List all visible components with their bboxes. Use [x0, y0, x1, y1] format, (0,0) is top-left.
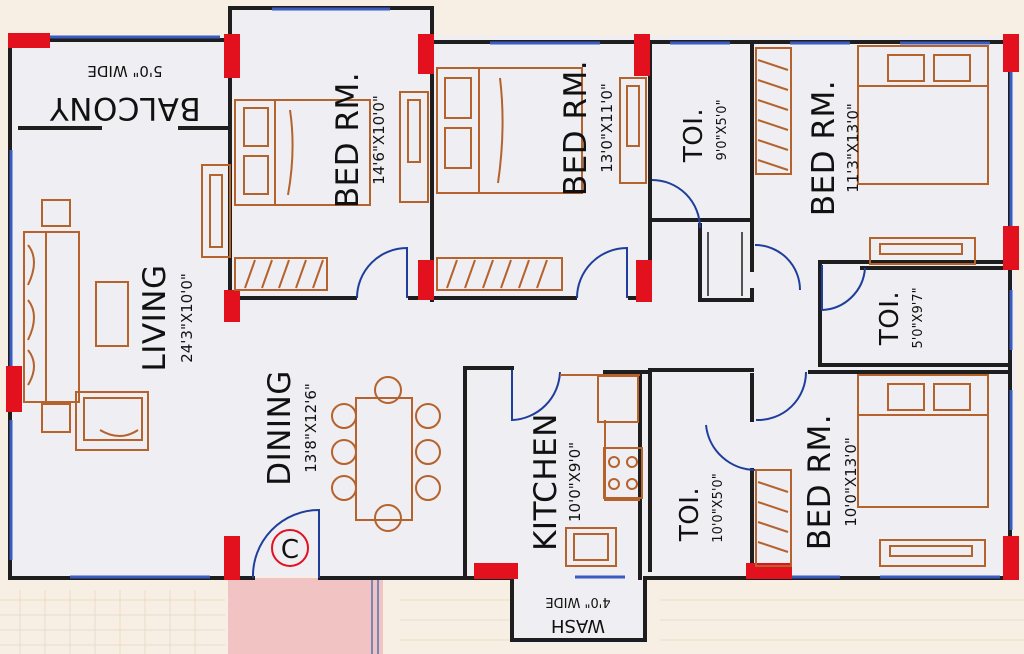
room-dimension: 11'3"X13'0" [844, 103, 862, 193]
room-dimension: 5'0"X9'7" [911, 287, 926, 348]
room-name: BED RM. [558, 60, 594, 196]
wardrobe-icon [234, 47, 792, 567]
room-living: LIVING 24'3"X10'0" [137, 265, 196, 372]
room-dining: DINING 13'8"X12'6" [262, 370, 320, 486]
toilet-fixture [707, 232, 743, 296]
room-name: TOI. [679, 108, 709, 163]
floor-area [10, 6, 1015, 644]
room-dimension: 10'0"X9'0" [566, 442, 584, 522]
sofa-icon [23, 164, 231, 451]
room-dimension: 24'3"X10'0" [178, 273, 196, 363]
room-dimension: 5'0" WIDE [87, 62, 162, 80]
room-toilet-3: TOI. 10'0"X5'0" [675, 473, 726, 542]
kitchen-counter [560, 374, 640, 501]
stair-railing [371, 578, 379, 654]
room-name: BED RM. [806, 80, 842, 216]
room-name: BALCONY [49, 90, 200, 126]
dining-table-icon [331, 376, 441, 532]
room-kitchen: KITCHEN 10'0"X9'0" [528, 413, 584, 551]
room-toilet-1: TOI. 9'0"X5'0" [679, 99, 730, 163]
room-bedroom-1: BED RM. 14'6"X10'0" [330, 72, 388, 208]
door-swing-icon [251, 179, 866, 579]
room-bedroom-4: BED RM. 10'0"X13'0" [802, 414, 860, 550]
sink-icon [565, 527, 617, 567]
exterior-paving [0, 590, 1024, 654]
stove-icon [603, 447, 643, 499]
room-name: TOI. [875, 291, 905, 346]
room-dimension: 13'8"X12'6" [302, 383, 320, 473]
room-name: TOI. [675, 487, 705, 542]
room-name: KITCHEN [528, 413, 564, 551]
room-dimension: 13'0"X11'0" [598, 83, 616, 173]
room-dimension: 10'0"X13'0" [842, 437, 860, 527]
room-name: DINING [262, 370, 298, 486]
room-name: BED RM. [330, 72, 366, 208]
structural-columns [6, 33, 1019, 580]
windows [9, 7, 1013, 579]
room-name: LIVING [137, 265, 173, 372]
room-bedroom-2: BED RM. 13'0"X11'0" [558, 60, 616, 196]
room-balcony: BALCONY 5'0" WIDE [49, 62, 200, 126]
room-dimension: 14'6"X10'0" [370, 95, 388, 185]
column-marker-icon: C [271, 529, 309, 567]
room-name: BED RM. [802, 414, 838, 550]
room-toilet-2: TOI. 5'0"X9'7" [875, 287, 926, 348]
room-bedroom-3: BED RM. 11'3"X13'0" [806, 80, 862, 216]
staircase-area [228, 578, 383, 654]
room-wash: WASH 4'0" WIDE [545, 594, 610, 636]
bed-icon [234, 45, 989, 508]
side-furniture [399, 77, 986, 567]
room-dimension: 4'0" WIDE [545, 594, 610, 609]
room-dimension: 10'0"X5'0" [711, 473, 726, 542]
column-marker-label: C [281, 535, 299, 565]
room-name: WASH [551, 615, 605, 636]
room-dimension: 9'0"X5'0" [715, 99, 730, 160]
